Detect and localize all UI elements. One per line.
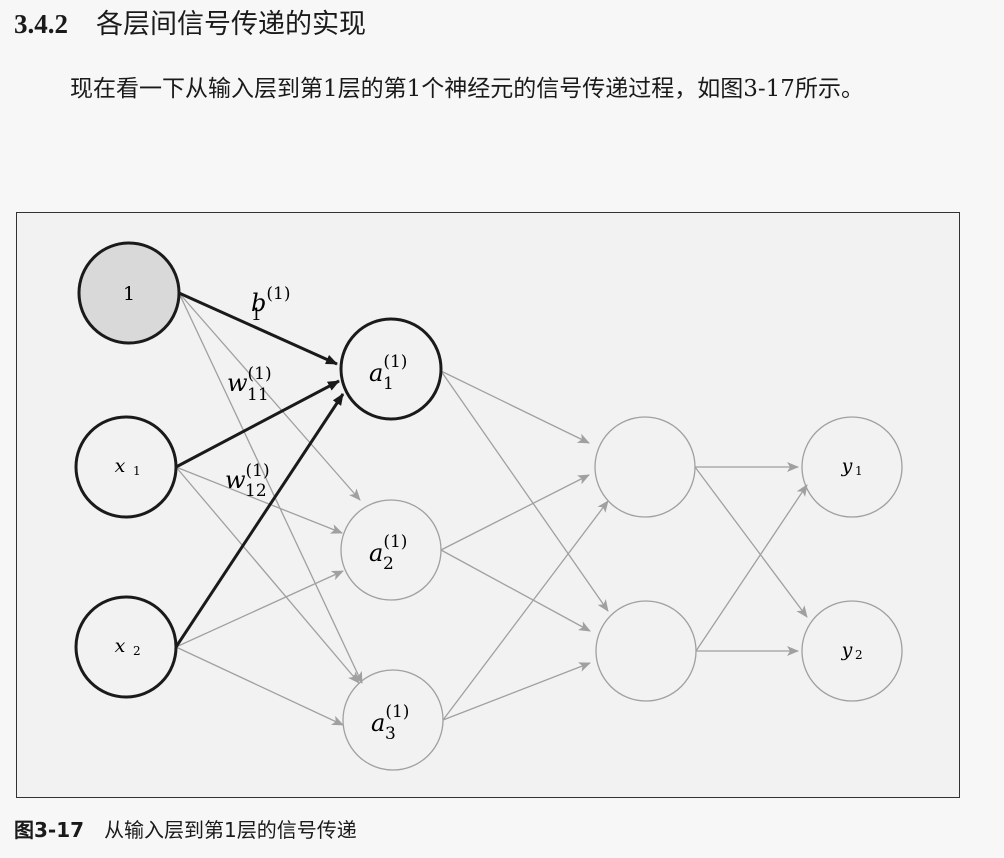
output-node-y1 [801,416,903,518]
label-w11: w(1) [227,364,272,397]
label-w11-sub: 11 [247,385,269,405]
figure-frame: b(1) 1 w(1) 11 w(1) 12 1 x 1 x 2 a(1) 1 … [16,212,960,798]
edge-h2-y1 [695,484,808,652]
edge-a2-h1 [440,474,590,551]
edge-x1-a3 [175,466,360,684]
layer1-node-a3 [342,669,444,771]
section-number: 3.4.2 [14,9,68,39]
edge-h1-y2 [694,466,808,618]
edge-x1-a1 [175,379,340,469]
output-node-y2 [801,600,903,702]
a3-label: a(1) [371,702,409,737]
section-title: 各层间信号传递的实现 [96,9,366,40]
edge-bias-a1 [178,291,338,366]
label-w12-sub: 12 [245,481,267,501]
caption-text: 从输入层到第1层的信号传递 [104,818,357,842]
layer1-node-a2 [340,499,442,601]
edge-x1-a2 [175,466,343,534]
edge-a1-h2 [440,370,609,612]
label-b1-sub: 1 [251,305,262,325]
label-b1: b(1) [251,284,290,317]
layer2-node-2 [595,600,697,702]
edge-bias-a2 [178,292,361,501]
x1-sub: 1 [133,464,141,478]
body-paragraph: 现在看一下从输入层到第1层的第1个神经元的信号传递过程，如图3-17所示。 [70,76,864,102]
highlighted-edges [174,291,345,648]
x2-sub: 2 [133,644,141,658]
input-node-x1 [74,415,178,519]
y1-sub: 1 [855,464,863,478]
y2-label: y [841,639,853,661]
section-heading: 3.4.2 各层间信号传递的实现 [14,2,366,40]
a2-sub: 2 [383,554,394,574]
edge-x2-a3 [175,646,344,726]
edge-x2-a2 [175,570,344,648]
a1-label: a(1) [369,352,407,387]
y2-sub: 2 [855,648,863,662]
layer2-node-1 [594,416,696,518]
edge-a1-h1 [440,370,590,444]
a3-sub: 3 [385,724,396,744]
faded-edges [175,292,808,726]
edge-x2-a1 [174,393,345,648]
neural-network-diagram: b(1) 1 w(1) 11 w(1) 12 1 x 1 x 2 a(1) 1 … [74,241,903,771]
y1-label: y [841,455,853,477]
a2-label: a(1) [369,532,407,567]
edge-bias-a3 [178,292,363,684]
a1-sub: 1 [383,374,394,394]
layer1-node-a1 [339,317,443,421]
caption-label: 图3-17 [14,818,85,842]
bias-node-label: 1 [123,283,135,305]
edge-a3-h1 [442,500,609,721]
label-w12: w(1) [225,461,270,494]
bias-node [77,241,181,345]
figure-caption: 图3-17 从输入层到第1层的信号传递 [14,814,357,843]
x2-label: x [115,635,126,657]
input-node-x2 [74,595,178,699]
edge-a2-h2 [440,549,591,632]
edge-a3-h2 [442,662,591,721]
x1-label: x [115,455,126,477]
